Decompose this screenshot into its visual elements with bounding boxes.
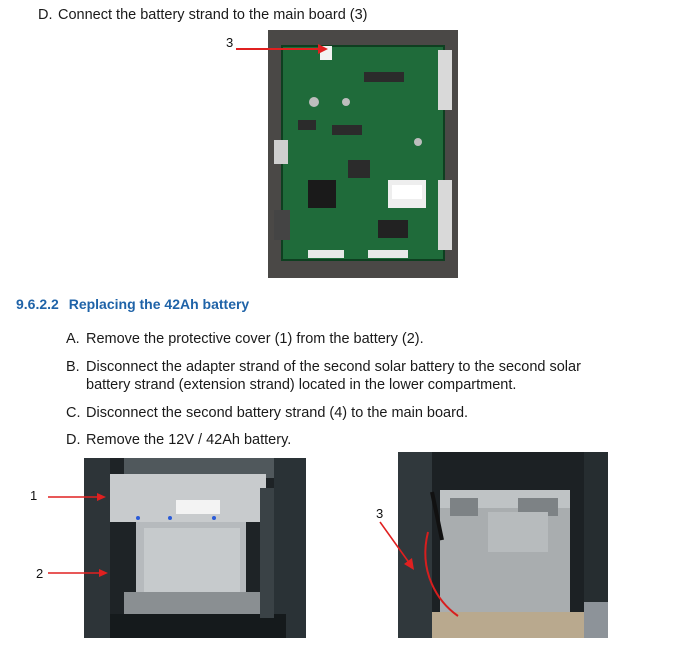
step-c: C. Disconnect the second battery strand (… <box>66 404 468 422</box>
callout-number: 3 <box>226 35 234 50</box>
step-letter: B. <box>66 359 80 375</box>
step-text: Disconnect the second battery strand (4)… <box>86 405 469 421</box>
step-letter: D. <box>38 7 53 23</box>
battery-strand-illustration <box>398 452 608 638</box>
step-letter: A. <box>66 331 80 347</box>
callout-arrow-3b <box>379 521 414 570</box>
callout-label-3b: 3 <box>376 506 383 521</box>
step-text: Connect the battery strand to the main b… <box>58 7 368 23</box>
callout-label-3: 3 <box>226 34 233 52</box>
callout-arrow-3 <box>236 44 328 54</box>
callout-label-2: 2 <box>36 566 43 581</box>
step-letter: D. <box>66 432 81 448</box>
step-text: Remove the 12V / 42Ah battery. <box>86 432 292 448</box>
step-d-top: D. Connect the battery strand to the main… <box>38 6 368 24</box>
section-title: Replacing the 42Ah battery <box>68 296 250 312</box>
step-b: B. Disconnect the adapter strand of the s… <box>66 358 581 376</box>
callout-label-1: 1 <box>30 488 37 503</box>
step-b-continued: battery strand (extension strand) locate… <box>86 376 516 394</box>
main-board-illustration <box>268 30 458 278</box>
battery-cover-illustration <box>84 458 306 638</box>
main-board-photo <box>268 30 458 278</box>
step-text-line1: Disconnect the adapter strand of the sec… <box>86 359 581 375</box>
battery-strand-photo <box>398 452 608 638</box>
callout-number: 3 <box>376 506 384 521</box>
step-d: D. Remove the 12V / 42Ah battery. <box>66 431 291 449</box>
callout-number: 2 <box>36 566 44 581</box>
step-text: Remove the protective cover (1) from the… <box>86 331 424 347</box>
step-a: A. Remove the protective cover (1) from t… <box>66 330 424 348</box>
step-text-line2: battery strand (extension strand) locate… <box>86 377 517 393</box>
callout-number: 1 <box>30 488 38 503</box>
battery-cover-photo <box>84 458 306 638</box>
section-number: 9.6.2.2 <box>16 296 59 312</box>
step-letter: C. <box>66 405 81 421</box>
section-heading: 9.6.2.2 Replacing the 42Ah battery <box>16 296 249 312</box>
callout-arrows-1-2 <box>48 493 108 577</box>
